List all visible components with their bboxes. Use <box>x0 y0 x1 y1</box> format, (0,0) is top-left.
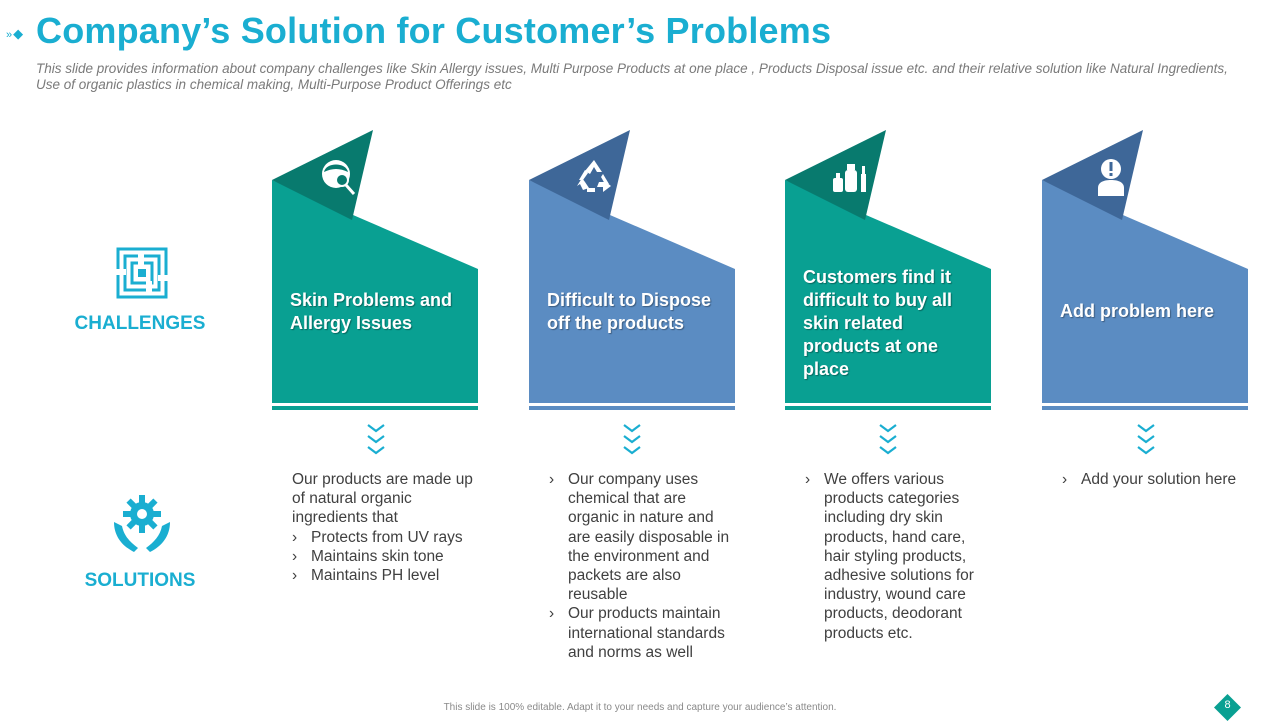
challenge-text: Skin Problems and Allergy Issues <box>290 290 453 333</box>
hands-gear-icon <box>114 495 170 552</box>
challenge-card-4: Add problem here <box>1042 130 1248 413</box>
title-marker-icon: »◆ <box>6 26 23 41</box>
solutions-label: SOLUTIONS <box>84 570 196 591</box>
face-allergy-icon <box>322 160 356 195</box>
challenge-text: Difficult to Dispose off the products <box>547 290 712 333</box>
solution-bullet: Protects from UV rays <box>292 528 482 547</box>
chevron-down-icon <box>1137 424 1155 455</box>
challenges-label: CHALLENGES <box>74 313 206 334</box>
challenge-card-2: Difficult to Dispose off the products <box>529 130 735 413</box>
solution-2: Our company uses chemical that are organ… <box>549 470 739 662</box>
solution-bullet-list: We offers various products categories in… <box>805 470 995 643</box>
solution-bullet: We offers various products categories in… <box>805 470 995 643</box>
page-number: 8 <box>1224 699 1231 711</box>
page-number-diamond-icon <box>1214 694 1241 721</box>
challenge-text: Add problem here <box>1060 301 1215 321</box>
challenge-text: Customers find it difficult to buy all s… <box>803 267 952 379</box>
footer-note: This slide is 100% editable. Adapt it to… <box>443 702 837 713</box>
solution-3: We offers various products categories in… <box>805 470 995 643</box>
solution-bullet-list: Add your solution here <box>1062 470 1267 489</box>
page-number-badge: 8 <box>1214 694 1241 721</box>
maze-icon <box>116 247 168 299</box>
solution-bullet: Maintains PH level <box>292 566 482 585</box>
cosmetics-products-icon <box>833 164 866 192</box>
solution-bullet: Our company uses chemical that are organ… <box>549 470 739 604</box>
challenge-card-1: Skin Problems and Allergy Issues <box>272 130 478 413</box>
solution-bullet-list: Our company uses chemical that are organ… <box>549 470 739 662</box>
solution-4: Add your solution here <box>1062 470 1267 489</box>
solution-bullet: Our products maintain international stan… <box>549 604 739 662</box>
challenge-card-3: Customers find it difficult to buy all s… <box>785 130 991 413</box>
solution-bullet: Maintains skin tone <box>292 547 482 566</box>
recycle-icon <box>577 160 611 192</box>
solution-intro: Our products are made up of natural orga… <box>292 471 473 527</box>
chevron-down-icon <box>623 424 641 455</box>
person-alert-icon <box>1098 159 1124 196</box>
solution-bullet-list: Protects from UV rays Maintains skin ton… <box>292 528 482 586</box>
solution-1: Our products are made up of natural orga… <box>292 470 482 585</box>
page-title: Company’s Solution for Customer’s Proble… <box>36 10 832 51</box>
chevron-down-icon <box>367 424 385 455</box>
solution-bullet: Add your solution here <box>1062 470 1267 489</box>
page-subtitle: This slide provides information about co… <box>36 61 1228 92</box>
chevron-down-icon <box>879 424 897 455</box>
